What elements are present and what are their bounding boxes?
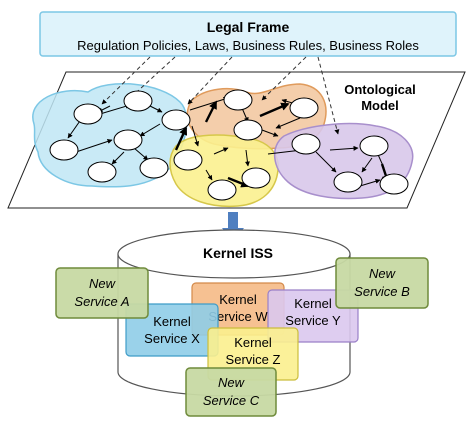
legal-frame-title: Legal Frame [207, 19, 290, 35]
svg-text:New: New [369, 266, 397, 281]
ontology-label-line2: Model [361, 98, 399, 113]
ontology-node [379, 173, 409, 195]
ontology-node [113, 129, 143, 151]
svg-text:Service Z: Service Z [226, 352, 281, 367]
svg-text:New: New [89, 276, 117, 291]
ontology-node [359, 135, 389, 157]
new-service-b: New Service B [335, 257, 429, 309]
new-service-a: New Service A [55, 267, 149, 319]
ontology-node [139, 157, 169, 179]
svg-text:New: New [218, 375, 246, 390]
ontology-node [223, 89, 253, 111]
ontology-node [241, 167, 271, 189]
svg-text:Kernel: Kernel [219, 292, 257, 307]
svg-text:Kernel: Kernel [153, 314, 191, 329]
svg-text:Kernel: Kernel [294, 296, 332, 311]
legal-frame-subtitle: Regulation Policies, Laws, Business Rule… [77, 38, 419, 53]
ontology-node [161, 109, 191, 131]
ontology-nodes [49, 89, 409, 201]
legal-frame-box: Legal Frame Regulation Policies, Laws, B… [39, 11, 457, 57]
svg-text:Service Y: Service Y [285, 313, 341, 328]
kernel-service-z: Kernel Service Z [207, 327, 299, 381]
svg-text:Service W: Service W [208, 309, 268, 324]
ontology-node [207, 179, 237, 201]
svg-text:Service C: Service C [203, 393, 260, 408]
ontology-node [173, 149, 203, 171]
ontology-node [289, 97, 319, 119]
ontology-node [49, 139, 79, 161]
legal-frame-dashed-arrows [101, 56, 340, 135]
kernel-iss-label: Kernel ISS [203, 245, 273, 261]
new-service-c: New Service C [185, 367, 277, 417]
ontology-node [291, 133, 321, 155]
ontology-label-line1: Ontological [344, 82, 416, 97]
ontology-node [233, 119, 263, 141]
ontology-node [87, 161, 117, 183]
svg-text:Service B: Service B [354, 284, 410, 299]
ontology-node [333, 171, 363, 193]
svg-text:Kernel: Kernel [234, 335, 272, 350]
svg-text:Service X: Service X [144, 331, 200, 346]
ontology-node [123, 90, 153, 112]
svg-text:Service A: Service A [74, 294, 129, 309]
ontology-node [73, 103, 103, 125]
